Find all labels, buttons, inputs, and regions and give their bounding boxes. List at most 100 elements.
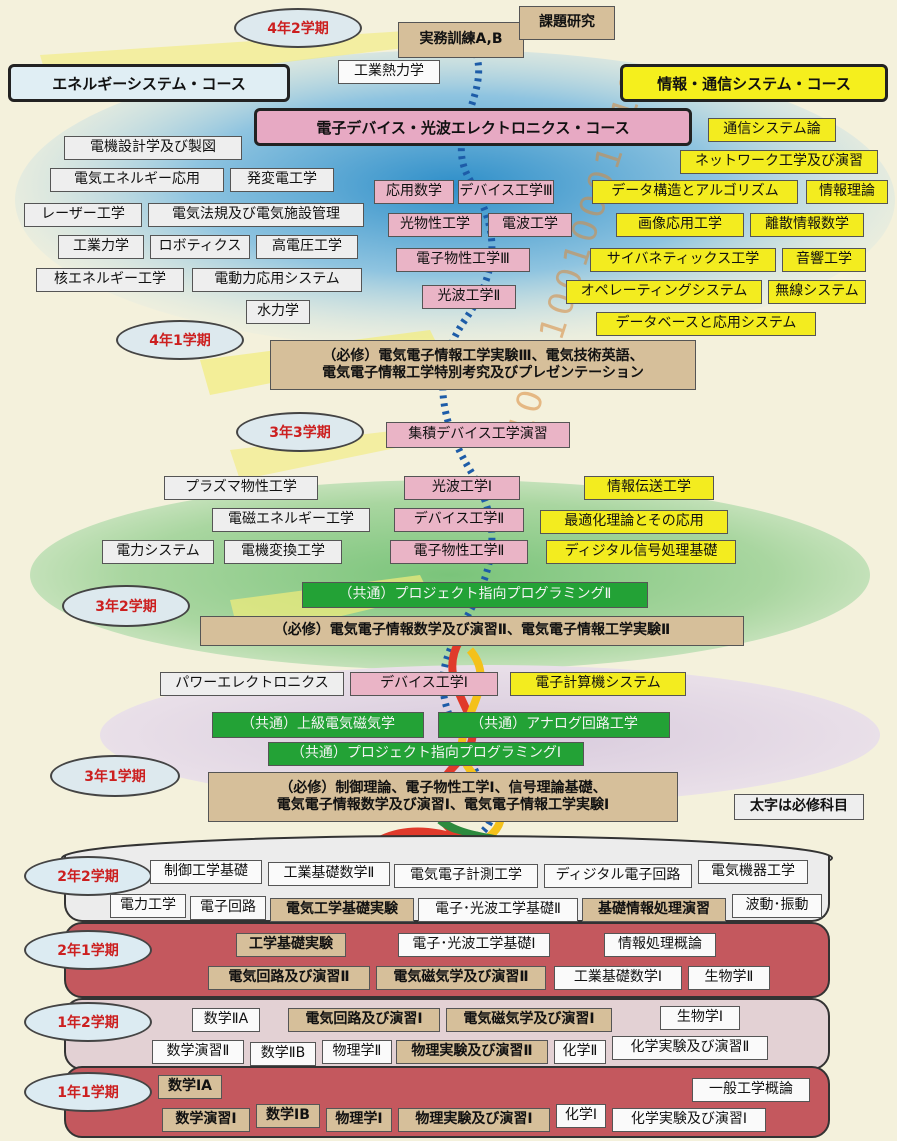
course-box-energy: 工業力学 — [58, 235, 144, 259]
required-line: 電気電子情報数学及び演習Ⅰ、電気電子情報工学実験Ⅰ — [276, 797, 610, 813]
course-box-required: 電気回路及び演習Ⅰ — [288, 1008, 440, 1032]
course-box-energy: ロボティクス — [150, 235, 250, 259]
course-jitsumu: 実務訓練A,B — [398, 22, 524, 58]
course-box: ディジタル電子回路 — [544, 864, 692, 888]
course-box-info: ディジタル信号処理基礎 — [546, 540, 736, 564]
term-label-3y3t: 3年3学期 — [236, 412, 364, 452]
course-box-device: 応用数学 — [374, 180, 454, 204]
required-line: 電気電子情報工学特別考究及びプレゼンテーション — [322, 365, 644, 381]
course-box: 工業基礎数学Ⅱ — [268, 862, 390, 886]
course-box-info: データ構造とアルゴリズム — [592, 180, 798, 204]
required-box-3y1t: （必修）制御理論、電子物性工学Ⅰ、信号理論基礎、 電気電子情報数学及び演習Ⅰ、電… — [208, 772, 678, 822]
course-header-energy: エネルギーシステム・コース — [8, 64, 290, 102]
course-box-energy: 発変電工学 — [230, 168, 334, 192]
course-box-device: 光波工学Ⅰ — [404, 476, 520, 500]
course-box: 電気電子計測工学 — [394, 864, 538, 888]
course-box-info: 無線システム — [768, 280, 866, 304]
legend-note: 太字は必修科目 — [734, 794, 864, 820]
course-box-device: 電子物性工学Ⅱ — [390, 540, 528, 564]
course-box-required: 電気磁気学及び演習Ⅰ — [446, 1008, 612, 1032]
course-box-energy: 電気法規及び電気施設管理 — [148, 203, 364, 227]
course-box-info: 通信システム論 — [708, 118, 836, 142]
course-box: 制御工学基礎 — [150, 860, 262, 884]
course-box-required: 物理実験及び演習Ⅰ — [398, 1108, 550, 1132]
course-box: 電子回路 — [190, 896, 266, 920]
course-box-info: 音響工学 — [782, 248, 866, 272]
term-label-2y1t: 2年1学期 — [24, 930, 152, 970]
course-box-energy: 電機設計学及び製図 — [64, 136, 242, 160]
required-box-3y2t: （必修）電気電子情報数学及び演習Ⅱ、電気電子情報工学実験Ⅱ — [200, 616, 744, 646]
course-box-required: 物理実験及び演習Ⅱ — [396, 1040, 548, 1064]
course-box-energy: 水力学 — [246, 300, 310, 324]
course-box-info: 画像応用工学 — [616, 213, 744, 237]
course-box: 物理学Ⅱ — [322, 1040, 392, 1064]
course-box-required: 数学演習Ⅰ — [162, 1108, 250, 1132]
course-netsu: 工業熱力学 — [338, 60, 440, 84]
common-box: （共通）プロジェクト指向プログラミングⅡ — [302, 582, 648, 608]
course-box: 電力工学 — [110, 894, 186, 918]
course-box-device: デバイス工学Ⅲ — [458, 180, 554, 204]
course-box-energy: パワーエレクトロニクス — [160, 672, 344, 696]
course-box-info: ネットワーク工学及び演習 — [680, 150, 878, 174]
course-box: 数学ⅡB — [250, 1042, 316, 1066]
course-box: 電子･光波工学基礎Ⅰ — [398, 933, 550, 957]
course-box-device: 電波工学 — [488, 213, 572, 237]
course-box: 工業基礎数学Ⅰ — [554, 966, 682, 990]
course-box: 電気機器工学 — [698, 860, 808, 884]
term-label-3y2t: 3年2学期 — [62, 585, 190, 627]
term-label-1y1t: 1年1学期 — [24, 1072, 152, 1112]
course-box-info: 電子計算機システム — [510, 672, 686, 696]
course-box-info: 最適化理論とその応用 — [540, 510, 728, 534]
term-label-3y1t: 3年1学期 — [50, 755, 180, 797]
course-box-energy: 電動力応用システム — [192, 268, 362, 292]
course-box-energy: プラズマ物性工学 — [164, 476, 318, 500]
term-label-4y2t: 4年2学期 — [234, 8, 362, 48]
course-box: 電子･光波工学基礎Ⅱ — [418, 898, 578, 922]
term-label-1y2t: 1年2学期 — [24, 1002, 152, 1042]
course-box-info: サイバネティックス工学 — [590, 248, 776, 272]
course-box-required: 数学ⅠA — [158, 1075, 222, 1099]
course-box-device: 光波工学Ⅱ — [422, 285, 516, 309]
course-box-required: 電気磁気学及び演習Ⅱ — [376, 966, 546, 990]
term-label-4y1t: 4年1学期 — [116, 320, 244, 360]
course-box: 情報処理概論 — [604, 933, 716, 957]
course-box: 生物学Ⅱ — [688, 966, 770, 990]
course-box-info: 離散情報数学 — [750, 213, 864, 237]
required-line: （必修）電気電子情報工学実験Ⅲ、電気技術英語、 — [322, 347, 644, 364]
course-box-info: 情報伝送工学 — [584, 476, 714, 500]
course-box-required: 電気回路及び演習Ⅱ — [208, 966, 370, 990]
course-box-device: デバイス工学Ⅰ — [350, 672, 498, 696]
course-box: 化学Ⅱ — [554, 1040, 606, 1064]
course-box-energy: 電磁エネルギー工学 — [212, 508, 370, 532]
common-box: （共通）アナログ回路工学 — [438, 712, 670, 738]
course-box: 波動･振動 — [732, 894, 822, 918]
course-box-device: 集積デバイス工学演習 — [386, 422, 570, 448]
term-label-2y2t: 2年2学期 — [24, 856, 152, 896]
course-box-info: 情報理論 — [806, 180, 888, 204]
course-box-energy: 電力システム — [102, 540, 214, 564]
course-box-device: デバイス工学Ⅱ — [394, 508, 524, 532]
course-box-energy: 核エネルギー工学 — [36, 268, 184, 292]
course-box: 一般工学概論 — [692, 1078, 810, 1102]
course-box-energy: 電気エネルギー応用 — [50, 168, 224, 192]
course-box-energy: 電機変換工学 — [224, 540, 342, 564]
common-box: （共通）プロジェクト指向プログラミングⅠ — [268, 742, 584, 766]
course-box: 化学実験及び演習Ⅱ — [612, 1036, 768, 1060]
course-box-energy: 高電圧工学 — [256, 235, 358, 259]
course-box: 生物学Ⅰ — [660, 1006, 740, 1030]
course-box: 数学ⅡA — [192, 1008, 260, 1032]
course-box-info: オペレーティングシステム — [566, 280, 762, 304]
course-box-energy: レーザー工学 — [24, 203, 142, 227]
course-box-device: 光物性工学 — [388, 213, 482, 237]
common-box: （共通）上級電気磁気学 — [212, 712, 424, 738]
course-box: 化学Ⅰ — [556, 1104, 606, 1128]
course-header-info: 情報・通信システム・コース — [620, 64, 888, 102]
required-box-4y1t: （必修）電気電子情報工学実験Ⅲ、電気技術英語、 電気電子情報工学特別考究及びプレ… — [270, 340, 696, 390]
course-box-device: 電子物性工学Ⅲ — [396, 248, 530, 272]
course-box-required: 物理学Ⅰ — [326, 1108, 392, 1132]
course-box-required: 数学ⅠB — [256, 1104, 320, 1128]
course-box-required: 工学基礎実験 — [236, 933, 346, 957]
course-kadai: 課題研究 — [519, 6, 615, 40]
course-box-required: 基礎情報処理演習 — [582, 898, 726, 922]
